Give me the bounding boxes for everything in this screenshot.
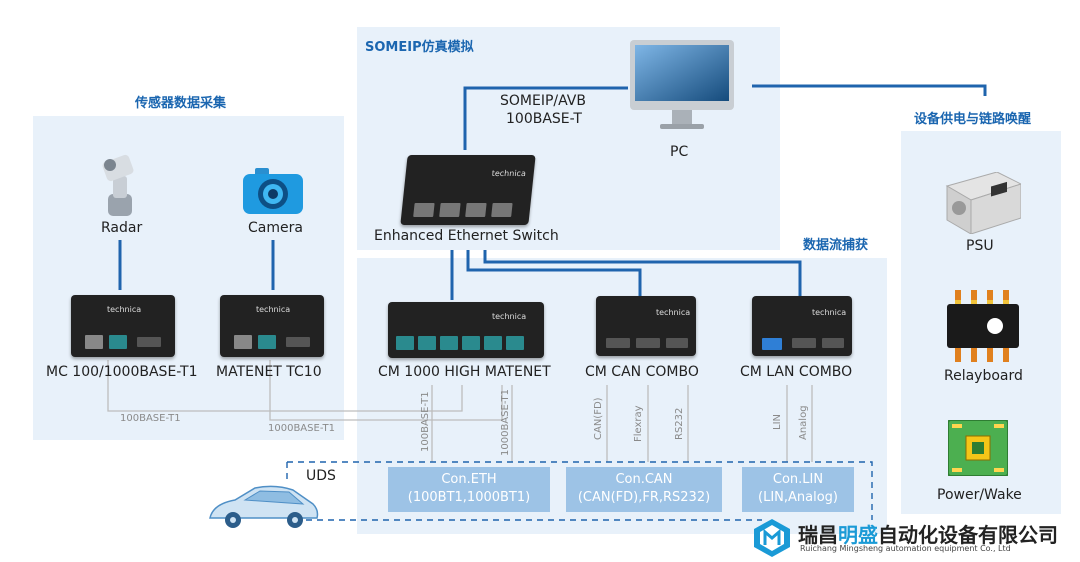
switch-port-2 (439, 203, 461, 217)
mc-t1-port (109, 335, 127, 349)
company-name-en: Ruichang Mingsheng automation equipment … (800, 544, 1011, 553)
cmlan-port-2 (792, 338, 816, 348)
company-name-highlight: 明盛 (838, 523, 878, 547)
cmlan-port-3 (822, 338, 844, 348)
matenet-rj45-port (234, 335, 252, 349)
cmcan-port-3 (666, 338, 688, 348)
radar-label: Radar (101, 220, 143, 236)
con-eth-sub: (100BT1,1000BT1) (407, 490, 531, 505)
matenet-power-port (286, 337, 310, 347)
cm1000-port-5 (484, 336, 502, 350)
switch-port-1 (413, 203, 435, 217)
matenet-t1-port (258, 335, 276, 349)
power-section-title: 设备供电与链路唤醒 (914, 112, 1032, 127)
con-lin-box: Con.LIN (LIN,Analog) (742, 467, 854, 512)
cm1000-port-4 (462, 336, 480, 350)
cmcan-port-2 (636, 338, 660, 348)
matenet-logo: technica (256, 305, 291, 314)
mc-t1-wire-label: 100BASE-T1 (120, 413, 181, 424)
switch-cmcan-link (466, 250, 642, 296)
flexray-label: Flexray (633, 405, 644, 442)
switch-logo: technica (491, 169, 527, 178)
sensor-panel (33, 116, 344, 440)
lin-label: LIN (772, 413, 783, 430)
matenet-label: MATENET TC10 (216, 364, 322, 380)
cm1000-logo: technica (492, 312, 527, 321)
company-logo-icon (752, 518, 792, 558)
switch-label: Enhanced Ethernet Switch (374, 228, 559, 244)
cmlan-label: CM LAN COMBO (740, 364, 853, 380)
con-eth-box: Con.ETH (100BT1,1000BT1) (388, 467, 550, 512)
cm1000-label: CM 1000 HIGH MATENET (378, 364, 551, 380)
company-name-cn: 瑞昌明盛自动化设备有限公司 (798, 519, 1058, 548)
uds-dashed-top (287, 461, 873, 520)
cm1000-port-3 (440, 336, 458, 350)
power-wake-label: Power/Wake (937, 487, 1022, 503)
switch-port-4 (491, 203, 513, 217)
power-wake-icon (947, 419, 1009, 477)
pc-switch-link (463, 86, 628, 150)
sensor-section-title: 传感器数据采集 (135, 96, 227, 111)
tc10-t1-wire-label: 1000BASE-T1 (268, 423, 335, 434)
cmlan-logo: technica (812, 308, 847, 317)
cm1000-port-1 (396, 336, 414, 350)
camera-icon (243, 168, 303, 214)
cm1000-device: technica (388, 302, 544, 358)
radar-icon (98, 150, 142, 220)
con-eth-title: Con.ETH (441, 472, 497, 487)
mc-rj45-port (85, 335, 103, 349)
pc-label: PC (670, 144, 689, 160)
con-lin-title: Con.LIN (772, 472, 824, 487)
canfd-label: CAN(FD) (593, 397, 604, 440)
cmcan-port-1 (606, 338, 630, 348)
cm1000-port-2 (418, 336, 436, 350)
cm1000-port-6 (506, 336, 524, 350)
con-can-title: Con.CAN (615, 472, 673, 487)
link-line1: SOMEIP/AVB (500, 93, 586, 109)
car-icon (205, 480, 320, 530)
analog-label: Analog (798, 405, 809, 440)
mc-t1-wire (107, 360, 463, 412)
mc-logo: technica (107, 305, 142, 314)
cmcan-device: technica (596, 296, 696, 356)
mc-power-port (137, 337, 161, 347)
cmlan-device: technica (752, 296, 852, 356)
capture-section-title: 数据流捕获 (803, 238, 869, 253)
switch-device: technica (400, 155, 536, 225)
company-name-pre: 瑞昌 (798, 523, 838, 547)
matenet-device: technica (220, 295, 324, 357)
camera-label: Camera (248, 220, 303, 236)
company-name-post: 自动化设备有限公司 (878, 523, 1058, 547)
con-lin-sub: (LIN,Analog) (758, 490, 838, 505)
someip-section-title: SOMEIP仿真模拟 (365, 40, 474, 55)
cm1000-v2-label: 1000BASE-T1 (500, 389, 511, 456)
cmlan-lan-port (762, 338, 782, 350)
con-can-sub: (CAN(FD),FR,RS232) (577, 490, 711, 505)
relayboard-label: Relayboard (944, 368, 1023, 384)
relayboard-icon (947, 290, 1019, 362)
uds-label: UDS (306, 468, 336, 484)
con-can-box: Con.CAN (CAN(FD),FR,RS232) (566, 467, 722, 512)
cmcan-logo: technica (656, 308, 691, 317)
pc-power-link (752, 84, 987, 96)
switch-port-3 (465, 203, 487, 217)
cm1000-v1-label: 100BASE-T1 (420, 391, 431, 452)
psu-icon (937, 171, 1023, 235)
switch-cmlan-link (483, 250, 802, 296)
cmcan-label: CM CAN COMBO (585, 364, 699, 380)
mc-device: technica (71, 295, 175, 357)
pc-monitor-icon (630, 40, 734, 132)
mc-label: MC 100/1000BASE-T1 (46, 364, 198, 380)
link-line2: 100BASE-T (506, 111, 582, 127)
psu-label: PSU (966, 238, 994, 254)
tc10-t1-wire (269, 360, 503, 421)
rs232-label: RS232 (674, 407, 685, 440)
